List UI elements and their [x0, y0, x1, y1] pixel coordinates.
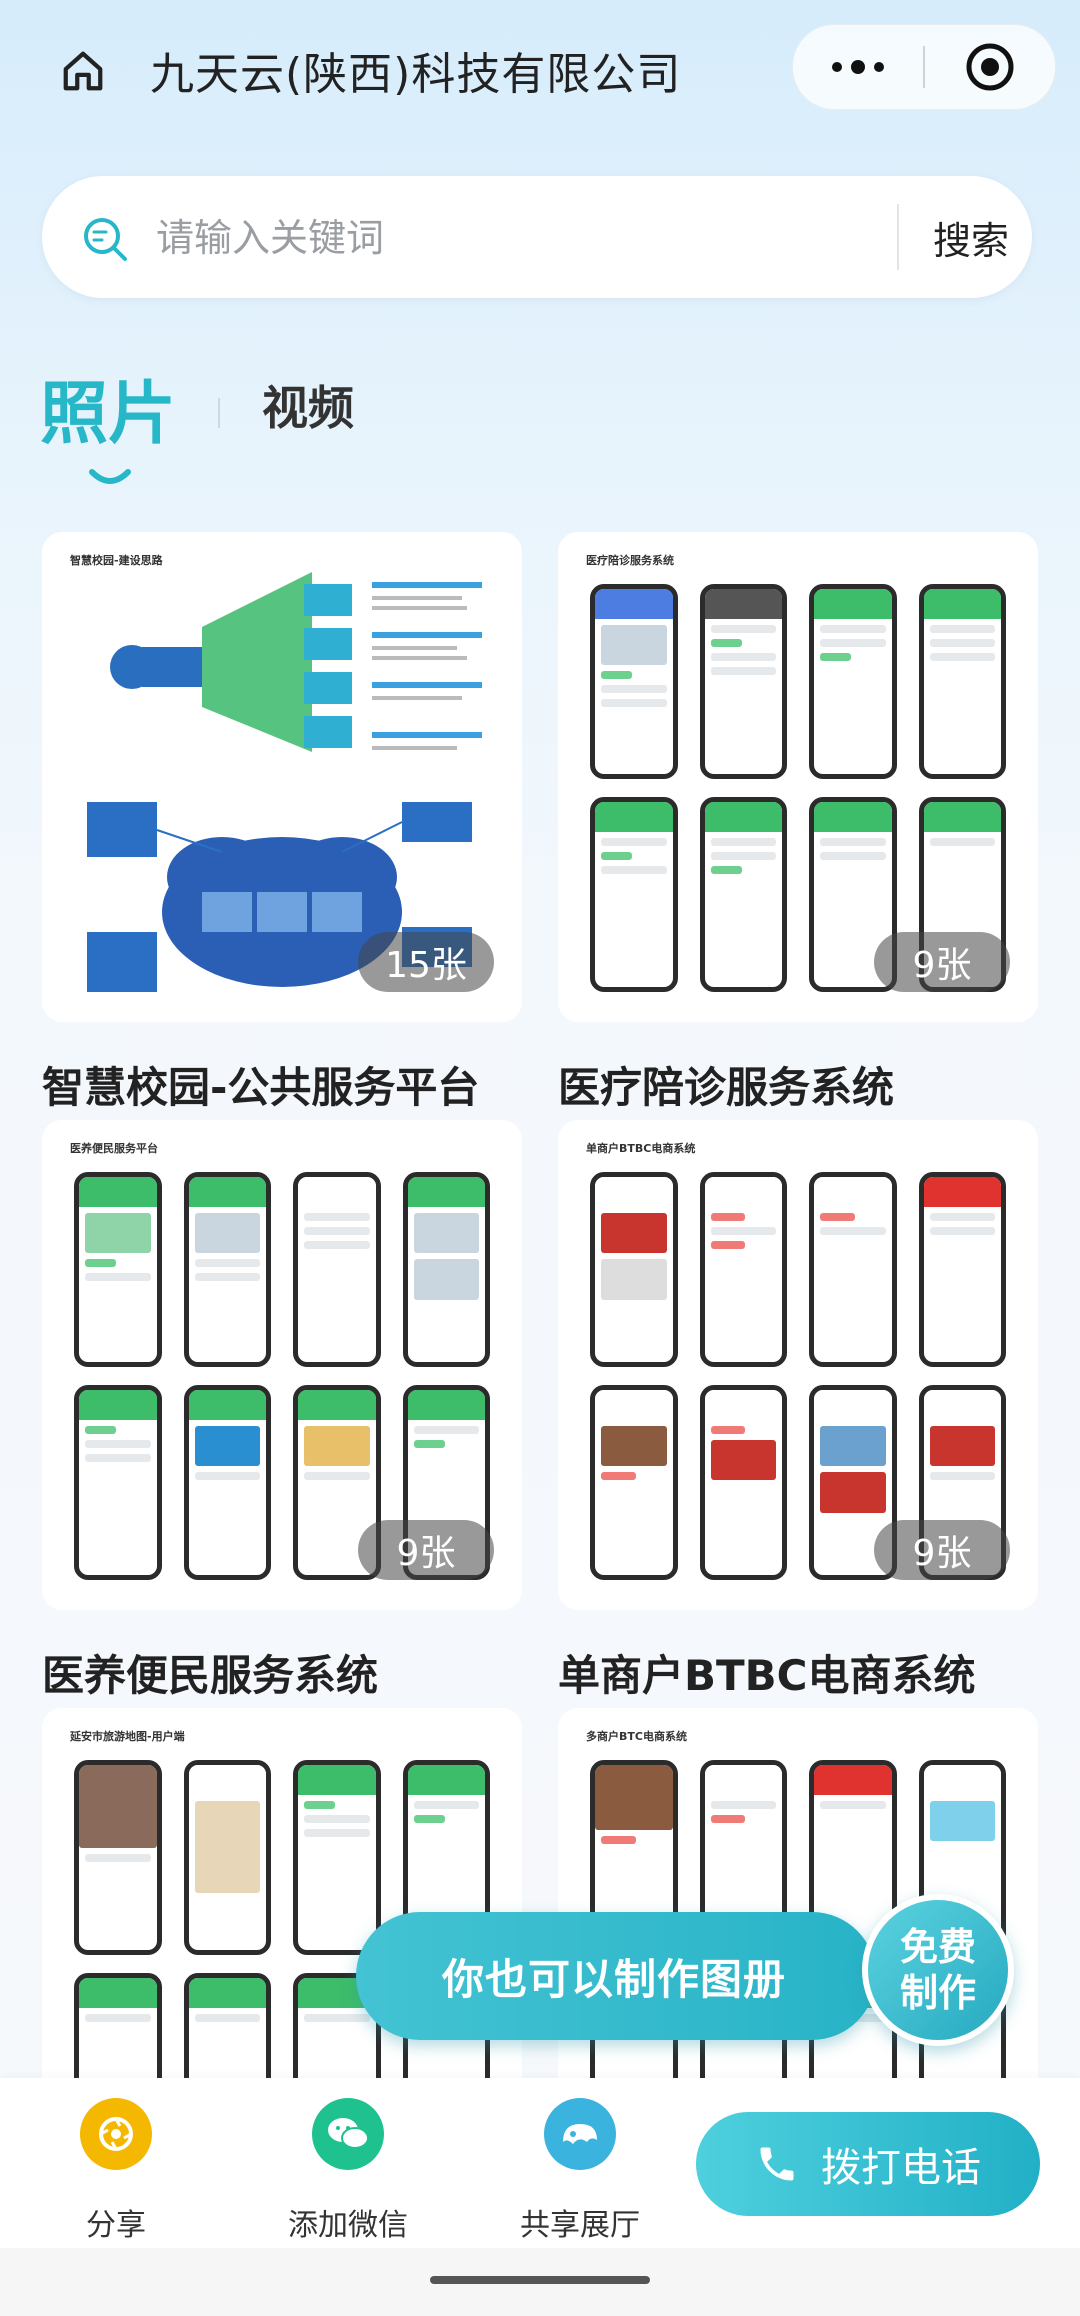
- more-menu-button[interactable]: [793, 25, 923, 109]
- photo-count-badge: 15张: [358, 932, 494, 992]
- tab-photos[interactable]: 照片: [40, 375, 177, 454]
- photo-count-badge: 9张: [874, 1520, 1010, 1580]
- album-title: 医疗陪诊服务系统: [558, 1063, 895, 1112]
- more-dots-icon: [832, 62, 842, 72]
- call-phone-button[interactable]: 拨打电话: [696, 2112, 1040, 2216]
- album-title: 医养便民服务系统: [42, 1651, 379, 1700]
- shared-hall-icon: [544, 2098, 616, 2170]
- close-mini-program-button[interactable]: [925, 25, 1055, 109]
- photo-count-badge: 9张: [874, 932, 1010, 992]
- search-bar: 搜索: [42, 176, 1032, 298]
- search-input[interactable]: [154, 206, 838, 270]
- target-icon: [966, 43, 1014, 91]
- phone-icon: [760, 2147, 794, 2181]
- album-title: 智慧校园-公共服务平台: [42, 1063, 480, 1112]
- mini-program-capsule: [792, 24, 1056, 110]
- album-title: 单商户BTBC电商系统: [558, 1651, 976, 1700]
- album-cover[interactable]: 医养便民服务平台 9张: [42, 1120, 522, 1610]
- home-icon[interactable]: [54, 42, 112, 100]
- top-header: 九天云(陕西)科技有限公司: [0, 0, 1080, 140]
- album-cover[interactable]: 单商户BTBC电商系统 9张: [558, 1120, 1038, 1610]
- add-wechat-button[interactable]: 添加微信: [268, 2098, 428, 2244]
- search-button[interactable]: 搜索: [932, 218, 1009, 263]
- campus-platform-diagram: [87, 572, 482, 992]
- bottom-action-bar: 分享 添加微信 共享展厅 拨打电话: [0, 2078, 1080, 2248]
- wechat-icon: [312, 2098, 384, 2170]
- tab-videos[interactable]: 视频: [262, 381, 354, 435]
- photo-count-badge: 9张: [358, 1520, 494, 1580]
- shared-hall-button[interactable]: 共享展厅: [500, 2098, 660, 2244]
- home-indicator[interactable]: [430, 2276, 650, 2284]
- page-title: 九天云(陕西)科技有限公司: [150, 49, 682, 100]
- share-icon: [80, 2098, 152, 2170]
- search-icon: [84, 218, 127, 261]
- share-button[interactable]: 分享: [36, 2098, 196, 2244]
- album-cover[interactable]: 医疗陪诊服务系统 9张: [558, 532, 1038, 1022]
- album-cover[interactable]: 智慧校园-建设思路: [42, 532, 522, 1022]
- active-tab-indicator: [89, 469, 131, 484]
- make-album-banner[interactable]: 你也可以制作图册: [356, 1912, 876, 2040]
- free-make-button[interactable]: 免费 制作: [862, 1894, 1014, 2046]
